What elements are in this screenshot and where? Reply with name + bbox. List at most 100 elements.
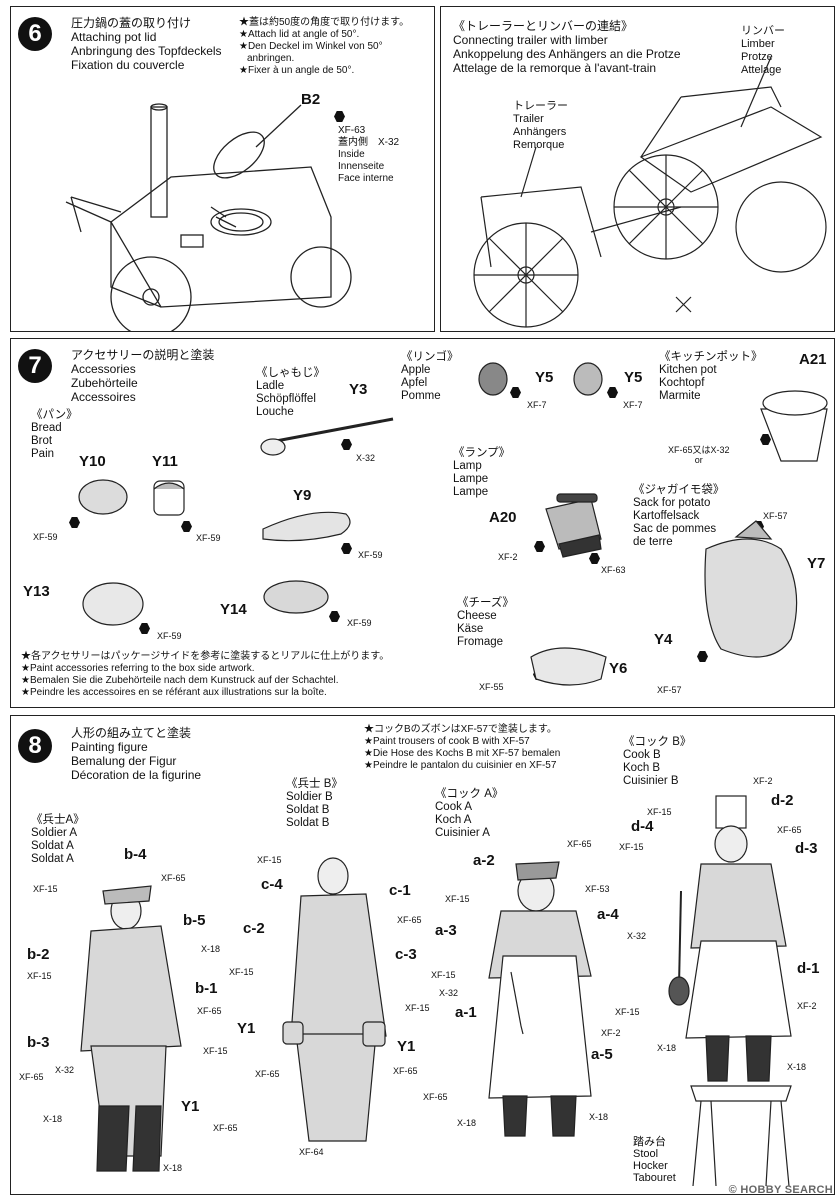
paint-label: XF-15 — [619, 842, 644, 852]
part-label: b-2 — [27, 946, 50, 963]
paint-label: XF-59 — [358, 550, 383, 560]
section-title: 《トレーラーとリンバーの連結》Connecting trailer with l… — [453, 19, 681, 75]
paint-label: X-18 — [787, 1062, 807, 1072]
part-label: Y11 — [152, 453, 178, 470]
paint-label: XF-7 — [527, 400, 547, 410]
paint-label: XF-63 — [601, 565, 626, 575]
paint-label: X-18 — [163, 1163, 183, 1173]
part-label: a-2 — [473, 852, 495, 869]
paint-label: XF-65 — [393, 1066, 418, 1076]
part-label: c-3 — [395, 946, 417, 963]
paint-label: X-32 — [55, 1065, 75, 1075]
paint-label: XF-57 — [657, 685, 682, 695]
paint-label: XF-59 — [157, 631, 182, 641]
part-label: Y13 — [23, 583, 50, 600]
paint-label: XF-65 — [213, 1123, 238, 1133]
paint-label: XF-57 — [763, 511, 788, 521]
paint-marker — [69, 517, 80, 528]
paint-marker — [534, 541, 545, 552]
part-label: c-1 — [389, 882, 411, 899]
paint-marker — [341, 543, 352, 554]
part-label: Y6 — [609, 660, 628, 677]
field-kitchen-illustration — [65, 103, 352, 331]
paint-label: XF-2 — [601, 1028, 621, 1038]
paint-label: X-32 — [627, 931, 647, 941]
paint-label: XF-65 — [567, 839, 592, 849]
part-label: d-3 — [795, 840, 818, 857]
paint-label: XF-2 — [797, 1001, 817, 1011]
paint-label: XF-59 — [196, 533, 221, 543]
paint-label: XF-15 — [33, 884, 58, 894]
paint-label: XF-15 — [27, 971, 52, 981]
part-label: Y9 — [293, 487, 312, 504]
part-label: A20 — [489, 509, 517, 526]
paint-marker — [334, 111, 345, 122]
paint-label: XF-15 — [445, 894, 470, 904]
part-label: Y1 — [181, 1098, 200, 1115]
part-label: b-1 — [195, 980, 218, 997]
part-label: Y14 — [220, 601, 247, 618]
part-label: a-4 — [597, 906, 619, 923]
part-label: Y3 — [349, 381, 368, 398]
paint-marker — [181, 521, 192, 532]
step-number: 7 — [18, 349, 52, 383]
paint-label: XF-65 — [197, 1006, 222, 1016]
part-label: a-1 — [455, 1004, 477, 1021]
paint-label: X-18 — [457, 1118, 477, 1128]
paint-label: XF-15 — [647, 807, 672, 817]
part-label: Y4 — [654, 631, 673, 648]
paint-marker — [589, 553, 600, 564]
paint-marker — [341, 439, 352, 450]
part-label: b-4 — [124, 846, 147, 863]
trailer-limber-panel: 《トレーラーとリンバーの連結》Connecting trailer with l… — [440, 6, 835, 332]
accessories-illustration — [78, 362, 828, 686]
paint-label: X-18 — [657, 1043, 677, 1053]
part-label: Y10 — [79, 453, 106, 470]
paint-label: X-18 — [589, 1112, 609, 1122]
paint-label: XF-15 — [229, 967, 254, 977]
paint-label: XF-65 — [397, 915, 422, 925]
paint-label: X-32 — [356, 453, 376, 463]
paint-label: XF-2 — [498, 552, 518, 562]
part-label: d-4 — [631, 818, 654, 835]
step-number: 6 — [18, 17, 52, 51]
paint-marker — [607, 387, 618, 398]
part-label: d-1 — [797, 960, 820, 977]
paint-label: XF-65 — [777, 825, 802, 835]
trailer-illustration — [473, 56, 827, 328]
figures-illustration — [80, 795, 792, 1187]
paint-label: XF-65 — [423, 1092, 448, 1102]
paint-label: XF-15 — [431, 970, 456, 980]
paint-label: XF-7 — [623, 400, 643, 410]
paint-label: XF-65 — [19, 1072, 44, 1082]
part-label: b-3 — [27, 1034, 50, 1051]
part-label: b-5 — [183, 912, 206, 929]
paint-marker — [760, 434, 771, 445]
part-label: Y1 — [237, 1020, 256, 1037]
watermark: © HOBBY SEARCH — [728, 1184, 833, 1196]
accessory-note: ★各アクセサリーはパッケージサイドを参考に塗装するとリアルに仕上がります。★Pa… — [21, 651, 390, 698]
part-label: Y7 — [807, 555, 826, 572]
paint-label: X-32 — [439, 988, 459, 998]
paint-label: XF-2 — [753, 776, 773, 786]
paint-label: XF-15 — [257, 855, 282, 865]
paint-label: XF-65 — [255, 1069, 280, 1079]
paint-marker — [697, 651, 708, 662]
part-label: A21 — [799, 351, 827, 368]
